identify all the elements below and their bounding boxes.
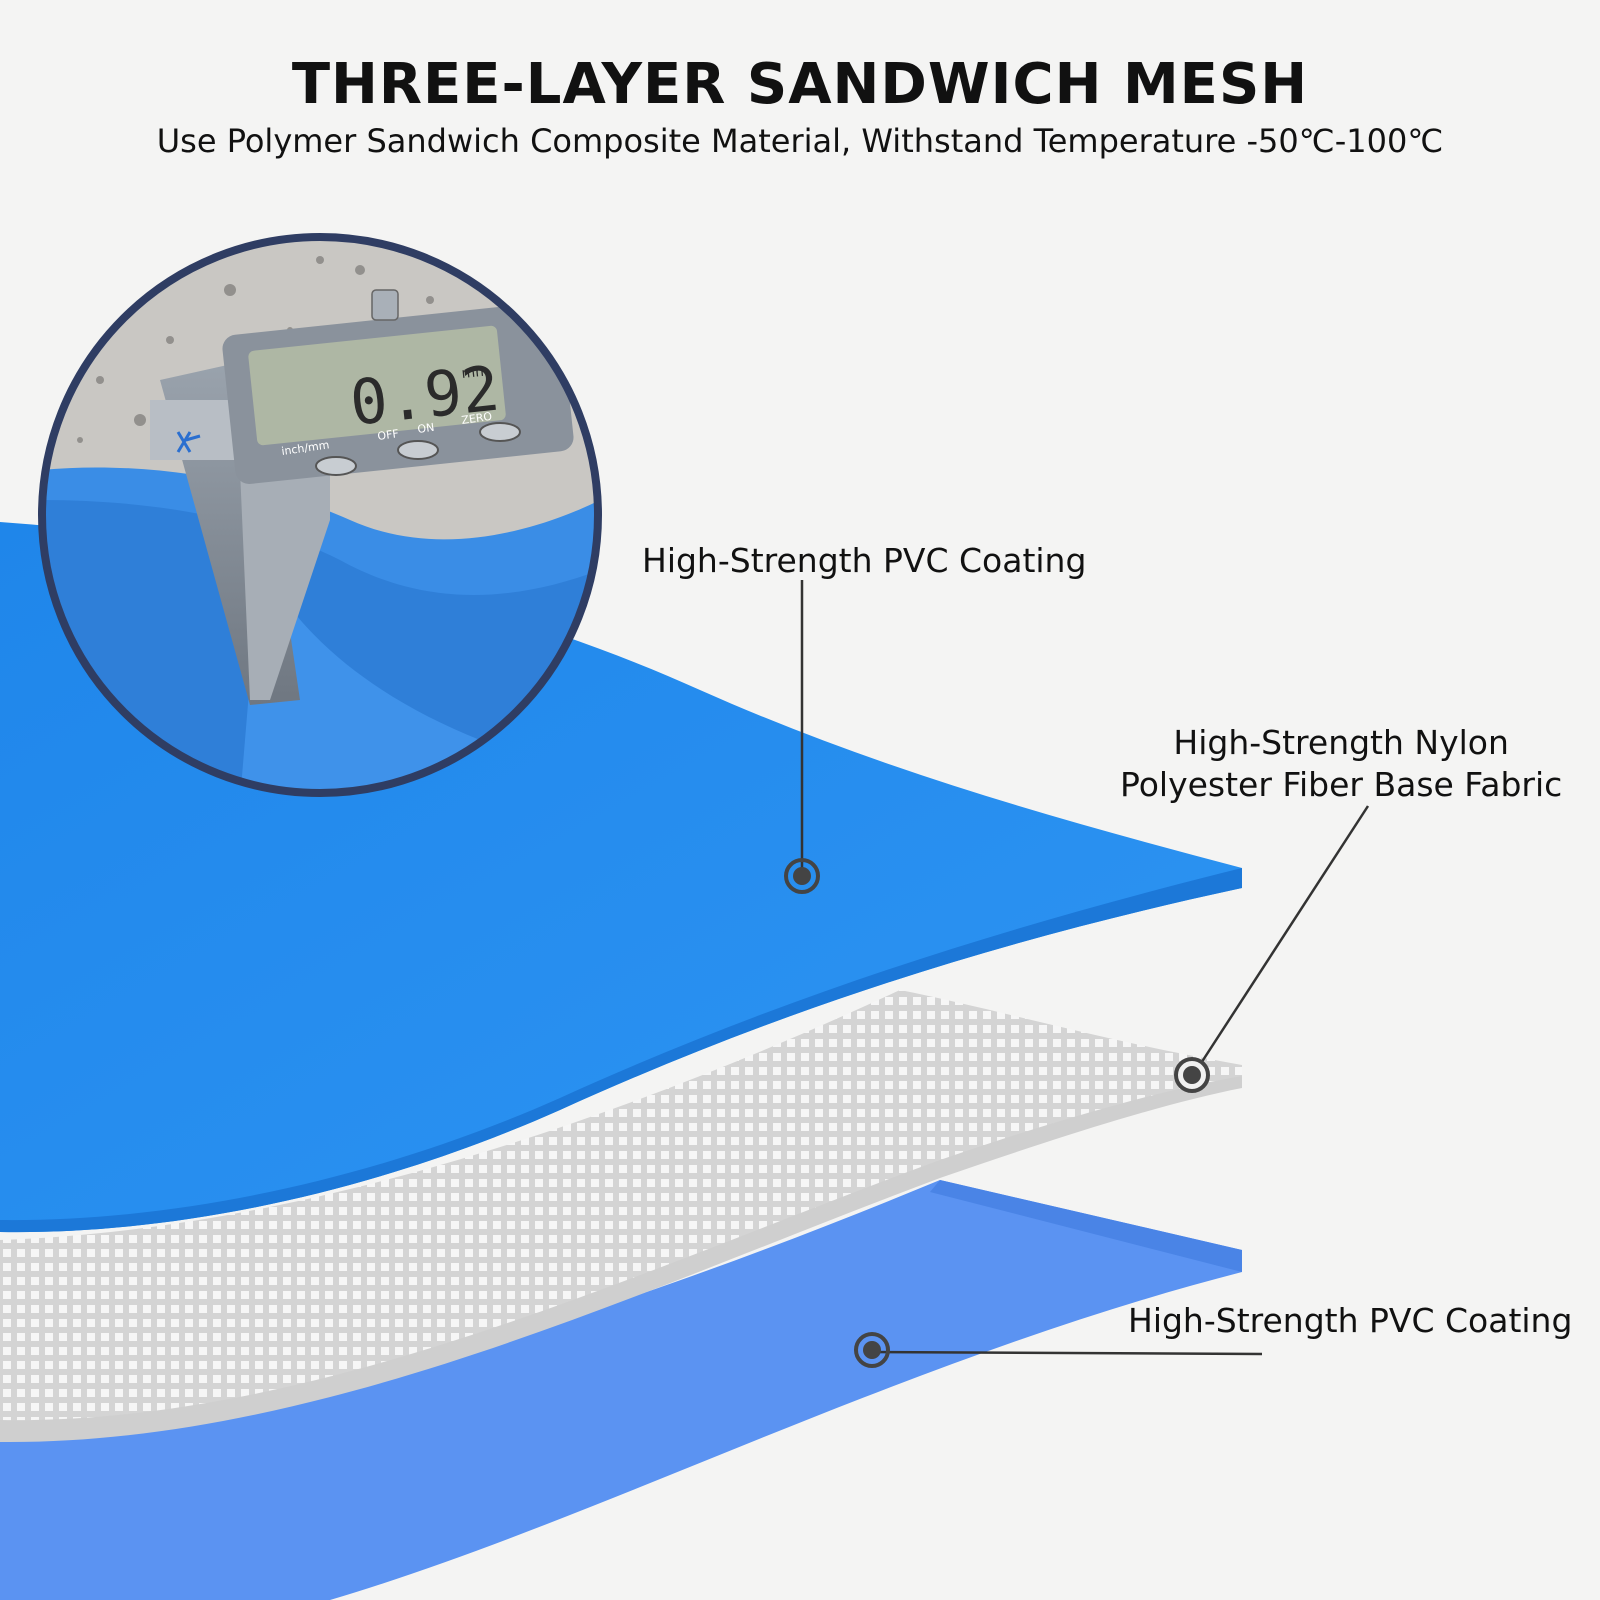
leader-line-bottom bbox=[871, 1350, 1263, 1356]
leader-dot-bottom bbox=[854, 1332, 890, 1368]
leader-dot-bottom-core bbox=[863, 1341, 881, 1359]
top-pvc-edge bbox=[0, 868, 1242, 1233]
caliper-reading: 0.92 bbox=[347, 352, 503, 440]
bottom-pvc-edge bbox=[930, 1180, 1242, 1272]
leader-dot-top-core bbox=[793, 867, 811, 885]
label-mesh-base-fabric: High-Strength Nylon Polyester Fiber Base… bbox=[1120, 722, 1562, 806]
bottom-pvc-layer bbox=[0, 1180, 1242, 1600]
caliper-unit: mm bbox=[461, 363, 490, 382]
mesh-fabric-edge bbox=[0, 1076, 1242, 1443]
label-top-pvc-coating: High-Strength PVC Coating bbox=[642, 541, 1087, 580]
caliper-inset: 0.92 mm inch/mm OFF ON ZERO bbox=[38, 233, 602, 797]
label-mesh-line-2: Polyester Fiber Base Fabric bbox=[1120, 765, 1563, 804]
leader-dot-mid-core bbox=[1183, 1066, 1201, 1084]
page-subtitle: Use Polymer Sandwich Composite Material,… bbox=[156, 122, 1444, 160]
caliper-logo-icon bbox=[176, 431, 201, 453]
caliper-button-zero: ZERO bbox=[461, 410, 494, 427]
label-mesh-line-1: High-Strength Nylon bbox=[1173, 723, 1509, 762]
leader-line-mid bbox=[1192, 805, 1370, 1075]
label-bottom-pvc-coating: High-Strength PVC Coating bbox=[1128, 1301, 1573, 1340]
mesh-fabric-layer bbox=[0, 990, 1242, 1440]
leader-dot-top bbox=[784, 858, 820, 894]
caliper-button-off: OFF bbox=[377, 427, 400, 443]
page-title: THREE-LAYER SANDWICH MESH bbox=[291, 52, 1309, 117]
caliper-button-on: ON bbox=[417, 421, 436, 436]
